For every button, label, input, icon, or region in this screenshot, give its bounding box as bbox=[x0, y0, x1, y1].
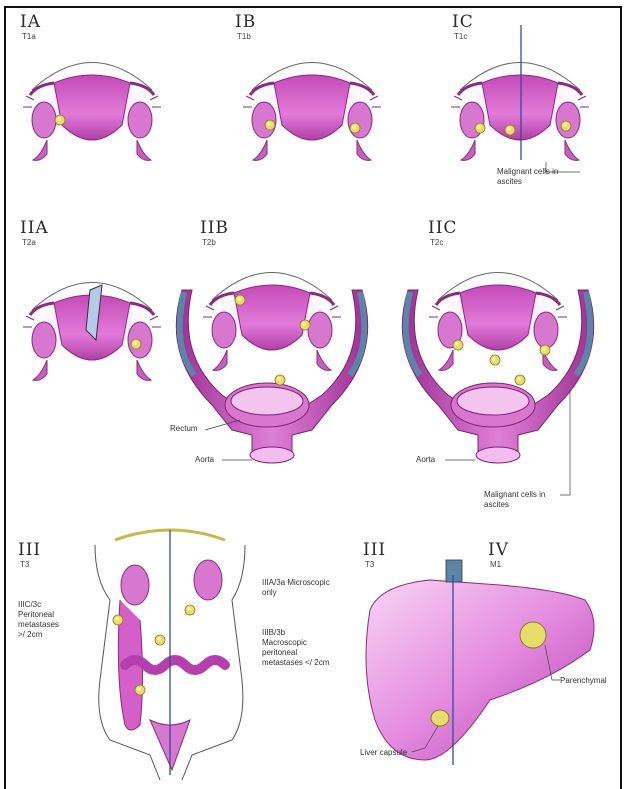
caption-iiic: IIIC/3c Peritoneal metastases >/ 2cm bbox=[18, 600, 68, 640]
tnm-label-t2c: T2c bbox=[430, 238, 443, 247]
stage-label-ia: IA bbox=[20, 12, 41, 32]
label-liver-capsule: Liver capsule bbox=[360, 748, 407, 758]
label-rectum: Rectum bbox=[170, 424, 198, 434]
callout-ascites-iic: Malignant cells in ascites bbox=[484, 490, 559, 510]
caption-iiia: IIIA/3a Microscopic only bbox=[262, 578, 330, 598]
tnm-label-t1a: T1a bbox=[22, 32, 36, 41]
stage-label-ib: IB bbox=[235, 12, 256, 32]
stage-label-iib: IIB bbox=[200, 218, 229, 238]
tnm-label-t1c: T1c bbox=[454, 32, 467, 41]
stage-label-ic: IC bbox=[452, 12, 474, 32]
tnm-label-t1b: T1b bbox=[237, 32, 251, 41]
stage-label-iia: IIA bbox=[20, 218, 49, 238]
label-aorta-iic: Aorta bbox=[416, 455, 435, 465]
label-parenchymal: Parenchymal bbox=[560, 676, 607, 686]
tnm-label-m1: M1 bbox=[490, 560, 501, 569]
callout-ascites-ic: Malignant cells in ascites bbox=[497, 167, 567, 187]
stage-label-iic: IIC bbox=[428, 218, 457, 238]
tnm-label-t2b: T2b bbox=[202, 238, 216, 247]
tnm-label-t3-liver: T3 bbox=[365, 560, 374, 569]
tnm-label-t2a: T2a bbox=[22, 238, 36, 247]
caption-iiib: IIIB/3b Macroscopic peritoneal metastase… bbox=[262, 628, 330, 668]
stage-label-iii-liver: III bbox=[363, 540, 386, 560]
label-aorta-iib: Aorta bbox=[195, 455, 214, 465]
pelvis-ib bbox=[242, 63, 382, 161]
pelvis-ia bbox=[22, 63, 162, 161]
stage-label-iv: IV bbox=[488, 540, 509, 560]
tnm-label-t3: T3 bbox=[20, 560, 29, 569]
stage-label-iii: III bbox=[18, 540, 41, 560]
pelvis-iib bbox=[202, 273, 342, 371]
pelvis-ic bbox=[450, 63, 590, 161]
